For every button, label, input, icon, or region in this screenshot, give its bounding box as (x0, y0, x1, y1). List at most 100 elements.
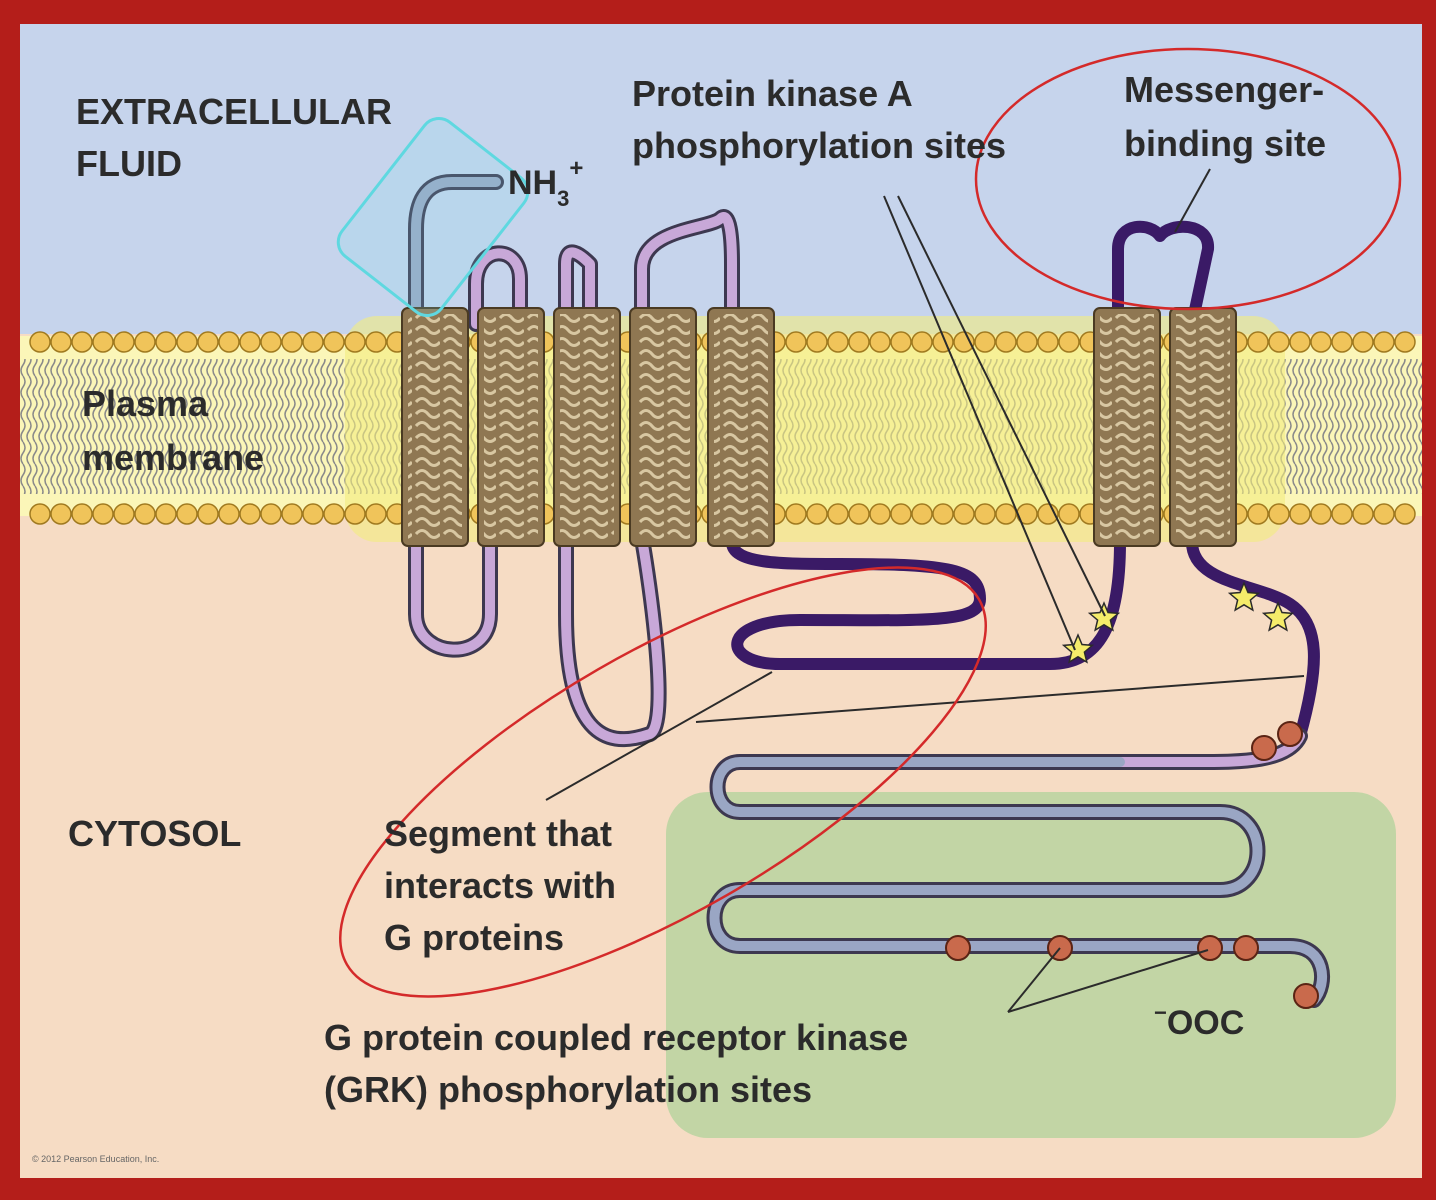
lipid-head (1289, 331, 1311, 353)
lipid-head (113, 331, 135, 353)
red-annotation-segment (339, 566, 987, 998)
green-highlight (666, 792, 1396, 1138)
lipid-head (1268, 331, 1290, 353)
lipid-head (1247, 503, 1269, 525)
lipid-head (197, 331, 219, 353)
lipid-head (953, 503, 975, 525)
lipid-head (344, 331, 366, 353)
lipid-head (1394, 331, 1416, 353)
lipid-head (302, 331, 324, 353)
lipid-head (302, 503, 324, 525)
grk-dot (1197, 935, 1223, 961)
lipid-head (827, 331, 849, 353)
gpcr-diagram: EXTRACELLULAR FLUID NH3+ Protein kinase … (20, 24, 1422, 1178)
lipid-head (281, 331, 303, 353)
lipid-head (218, 331, 240, 353)
cooh-label: −OOC (1154, 1000, 1244, 1042)
pka-phosphorylation-stars (1061, 581, 1295, 664)
lipid-head (1016, 331, 1038, 353)
lipid-head (1373, 503, 1395, 525)
pka-label-line1: Protein kinase A (632, 73, 913, 114)
receptor-protein-chain (408, 174, 1330, 1008)
lipid-head (1310, 503, 1332, 525)
helix-coil (484, 314, 538, 540)
lipid-head (344, 503, 366, 525)
lipid-head (134, 331, 156, 353)
messenger-binding-loop (1112, 220, 1214, 330)
segment-label-line1: Segment that (384, 813, 612, 854)
grk-pointer-2 (1007, 949, 1209, 1013)
segment-pointer-1 (545, 671, 773, 801)
lipid-head (785, 331, 807, 353)
lipid-head (1289, 503, 1311, 525)
lipid-head (1331, 503, 1353, 525)
lipid-head (50, 331, 72, 353)
c-terminus-dark (1186, 536, 1320, 742)
lipid-head (1352, 331, 1374, 353)
lipid-head (1058, 331, 1080, 353)
lipid-head (260, 503, 282, 525)
lipid-head (869, 503, 891, 525)
pka-star (1261, 601, 1295, 632)
lipid-head (239, 331, 261, 353)
helix-coil (714, 314, 768, 540)
copyright-text: © 2012 Pearson Education, Inc. (32, 1154, 159, 1164)
lipid-head (218, 503, 240, 525)
lipid-head (785, 503, 807, 525)
lipid-head (71, 503, 93, 525)
helix-coil (1176, 314, 1230, 540)
pka-star (1061, 633, 1095, 664)
helix-coil (408, 314, 462, 540)
helix-coil (560, 314, 614, 540)
lipid-head (1331, 331, 1353, 353)
lipid-head (869, 331, 891, 353)
lipid-head (827, 503, 849, 525)
lipid-head (974, 503, 996, 525)
lipid-head (365, 331, 387, 353)
cyan-annotation-box (336, 116, 530, 318)
red-annotation-messenger (974, 47, 1402, 311)
grk-pointer-1 (1007, 947, 1061, 1013)
grk-dot (945, 935, 971, 961)
lipid-head (995, 331, 1017, 353)
lipid-head (113, 503, 135, 525)
pointer-lines (545, 168, 1305, 1013)
grk-dot (1251, 735, 1277, 761)
lipid-head (155, 503, 177, 525)
messenger-pointer (1174, 168, 1211, 233)
pka-pointer-2 (897, 195, 1106, 617)
plasma-membrane-label-line1: Plasma (82, 383, 209, 424)
lipid-head (239, 503, 261, 525)
lipid-head (1373, 331, 1395, 353)
lipid-head (29, 503, 51, 525)
lipid-head (323, 331, 345, 353)
lipid-head (92, 503, 114, 525)
lipid-head (890, 503, 912, 525)
plasma-membrane-label-line2: membrane (82, 437, 264, 478)
helix-coil (636, 314, 690, 540)
lipid-head (806, 331, 828, 353)
diagram-canvas: EXTRACELLULAR FLUID NH3+ Protein kinase … (20, 24, 1422, 1178)
segment-label-line2: interacts with (384, 865, 616, 906)
lipid-head (323, 503, 345, 525)
lipid-head (155, 331, 177, 353)
grk-phosphorylation-dots (945, 721, 1319, 1009)
lipid-head (1247, 331, 1269, 353)
cytosol-label: CYTOSOL (68, 813, 241, 854)
extracellular-label-line1: EXTRACELLULAR (76, 91, 392, 132)
lipid-head (995, 503, 1017, 525)
lipid-head (848, 331, 870, 353)
lipid-head (1352, 503, 1374, 525)
lipid-head (1394, 503, 1416, 525)
pka-star (1227, 581, 1261, 612)
grk-dot (1293, 983, 1319, 1009)
grk-label-line1: G protein coupled receptor kinase (324, 1017, 908, 1058)
helix-coil (1100, 314, 1154, 540)
lipid-head (365, 503, 387, 525)
messenger-label-line1: Messenger- (1124, 69, 1324, 110)
nh3-label: NH3+ (508, 155, 583, 211)
lipid-head (29, 331, 51, 353)
grk-dot (1233, 935, 1259, 961)
lipid-head (974, 331, 996, 353)
